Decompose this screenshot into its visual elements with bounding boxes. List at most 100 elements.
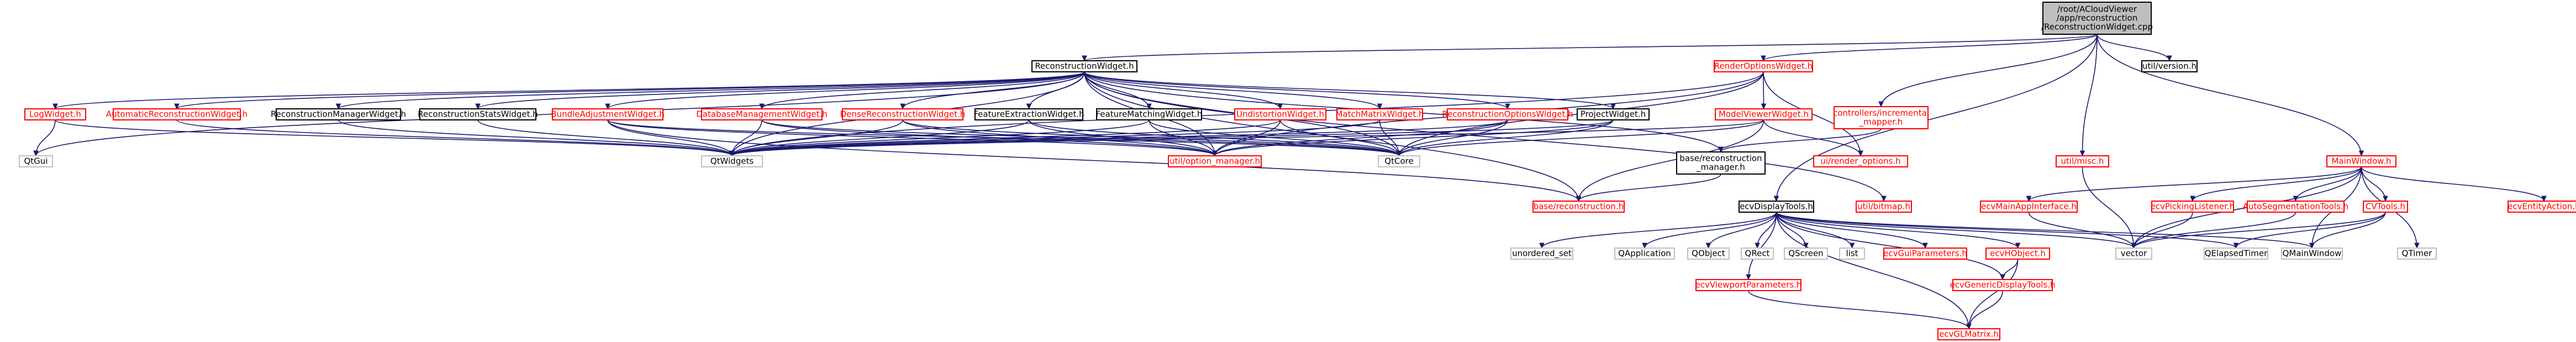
- edge-edt-to-qobj: [1705, 212, 1777, 249]
- node-label: ecvGLMatrix.h: [1939, 329, 1999, 339]
- node-evp[interactable]: ecvViewportParameters.h: [1695, 279, 1802, 291]
- node-label: QApplication: [1618, 249, 1671, 259]
- node-ast[interactable]: AutoSegmentationTools.h: [2243, 201, 2348, 213]
- edge-edt-to-qapp: [1642, 212, 1777, 249]
- node-eea[interactable]: ecvEntityAction.h: [2507, 201, 2576, 213]
- edge-cim-to-brm: [1718, 128, 1882, 153]
- node-label: CVTools.h: [2366, 202, 2405, 212]
- node-uver: util/version.h: [2141, 60, 2198, 72]
- node-box: [1378, 155, 1420, 167]
- node-fmw: FeatureMatchingWidget.h: [1096, 108, 1202, 120]
- node-cvt[interactable]: CVTools.h: [2363, 201, 2408, 213]
- node-egdt[interactable]: ecvGenericDisplayTools.h: [1950, 279, 2056, 291]
- node-box: [1031, 60, 1137, 72]
- node-box: [1937, 328, 2000, 340]
- node-box: [24, 108, 86, 120]
- node-ehobj[interactable]: ecvHObject.h: [1985, 248, 2050, 260]
- node-box: [2141, 60, 2198, 72]
- node-brm: base/reconstruction_manager.h: [1676, 151, 1766, 175]
- edge-edt-to-list: [1776, 212, 1855, 249]
- edge-rw-to-logw: [52, 71, 1085, 110]
- edge-cvt-to-qet: [2233, 212, 2386, 249]
- node-label: util/bitmap.h: [1857, 202, 1910, 212]
- node-label: ecvDisplayTools.h: [1740, 202, 1813, 212]
- node-arw[interactable]: AutomaticReconstructionWidget.h: [106, 108, 247, 120]
- edge-ast-to-vec: [2131, 212, 2296, 249]
- node-box: [1695, 279, 1801, 291]
- node-logw[interactable]: LogWidget.h: [24, 108, 86, 120]
- node-box: [1687, 248, 1730, 260]
- node-udw[interactable]: UndistortionWidget.h: [1234, 108, 1326, 120]
- node-label: ecvMainAppInterface.h: [1981, 202, 2077, 212]
- node-label: QRect: [1745, 249, 1770, 259]
- node-box: [2151, 201, 2234, 213]
- node-label: MatchMatrixWidget.h: [1335, 109, 1424, 119]
- node-label: LogWidget.h: [29, 109, 81, 119]
- node-box: [701, 108, 823, 120]
- node-qapp: QApplication: [1614, 248, 1675, 260]
- edge-mainw-to-epl: [2190, 166, 2362, 202]
- edge-mmw-to-qtw: [729, 119, 1381, 157]
- node-edt: ecvDisplayTools.h: [1739, 201, 1814, 213]
- node-label: AutomaticReconstructionWidget.h: [106, 109, 247, 119]
- node-root: /root/ACloudViewer/app/reconstruction/Re…: [2041, 2, 2153, 35]
- node-label: ecvEntityAction.h: [2507, 202, 2576, 212]
- edge-brm-to-brec: [1576, 173, 1721, 202]
- node-label: ReconstructionManagerWidget.h: [271, 109, 406, 119]
- node-label: QObject: [1692, 249, 1725, 259]
- node-box: [1532, 201, 1625, 213]
- node-box: [1447, 108, 1568, 120]
- node-label: unordered_set: [1512, 249, 1572, 259]
- node-mmw[interactable]: MatchMatrixWidget.h: [1335, 108, 1424, 120]
- node-rw: ReconstructionWidget.h: [1031, 60, 1137, 72]
- edge-rw-to-ubmp: [1084, 71, 1887, 202]
- node-label: /app/reconstruction: [2057, 13, 2138, 23]
- node-dmw[interactable]: DatabaseManagementWidget.h: [696, 108, 828, 120]
- node-box: [2326, 155, 2396, 167]
- node-box: [1336, 108, 1423, 120]
- node-box: [1856, 201, 1912, 213]
- node-emai[interactable]: ecvMainAppInterface.h: [1980, 201, 2078, 213]
- edge-pw-to-uopt: [1212, 119, 1614, 157]
- node-label: ecvViewportParameters.h: [1695, 280, 1802, 290]
- node-row[interactable]: RenderOptionsWidget.h: [1714, 60, 1813, 72]
- node-baw[interactable]: BundleAdjustmentWidget.h: [551, 108, 665, 120]
- node-label: ecvPickingListener.h: [2151, 202, 2235, 212]
- edge-edt-to-qmw: [1776, 212, 2315, 249]
- edge-dmw-to-qtcore: [761, 119, 1402, 157]
- node-eglm[interactable]: ecvGLMatrix.h: [1937, 328, 2000, 340]
- node-qmw: QMainWindow: [2281, 248, 2343, 260]
- edge-logw-to-qtgui: [33, 119, 56, 157]
- node-box: [842, 108, 963, 120]
- node-label: DatabaseManagementWidget.h: [696, 109, 827, 119]
- node-box: [1739, 201, 1814, 213]
- node-label: QMainWindow: [2283, 249, 2342, 259]
- node-mainw[interactable]: MainWindow.h: [2326, 155, 2396, 167]
- edge-mainw-to-eea: [2361, 166, 2547, 202]
- node-mvw[interactable]: ModelViewerWidget.h: [1715, 108, 1813, 120]
- node-rcow[interactable]: ReconstructionOptionsWidget.h: [1442, 108, 1573, 120]
- node-drw[interactable]: DenseReconstructionWidget.h: [840, 108, 966, 120]
- edge-root-to-row: [1761, 34, 2098, 62]
- node-brec[interactable]: base/reconstruction.h: [1532, 201, 1625, 213]
- edge-root-to-uver: [2096, 34, 2172, 62]
- nodes-layer: /root/ACloudViewer/app/reconstruction/Re…: [19, 2, 2576, 340]
- node-box: [701, 155, 763, 167]
- node-label: QtCore: [1384, 156, 1413, 166]
- node-umisc[interactable]: util/misc.h: [2056, 155, 2109, 167]
- node-egp[interactable]: ecvGuiParameters.h: [1883, 248, 1967, 260]
- node-qscr: QScreen: [1784, 248, 1828, 260]
- node-urend[interactable]: ui/render_options.h: [1813, 155, 1908, 167]
- node-box: [1714, 60, 1813, 72]
- node-epl[interactable]: ecvPickingListener.h: [2151, 201, 2235, 213]
- node-uopt[interactable]: util/option_manager.h: [1168, 155, 1262, 167]
- node-ubmp[interactable]: util/bitmap.h: [1856, 201, 1912, 213]
- node-box: [1676, 151, 1766, 175]
- node-box: [2115, 248, 2152, 260]
- node-few: FeatureExtractionWidget.h: [973, 108, 1084, 120]
- edge-edt-to-uset: [1539, 212, 1777, 249]
- edge-root-to-umisc: [2079, 34, 2098, 157]
- node-box: [1168, 155, 1262, 167]
- node-pw: ProjectWidget.h: [1577, 108, 1650, 120]
- node-cim[interactable]: controllers/incremental_mapper.h: [1833, 106, 1929, 129]
